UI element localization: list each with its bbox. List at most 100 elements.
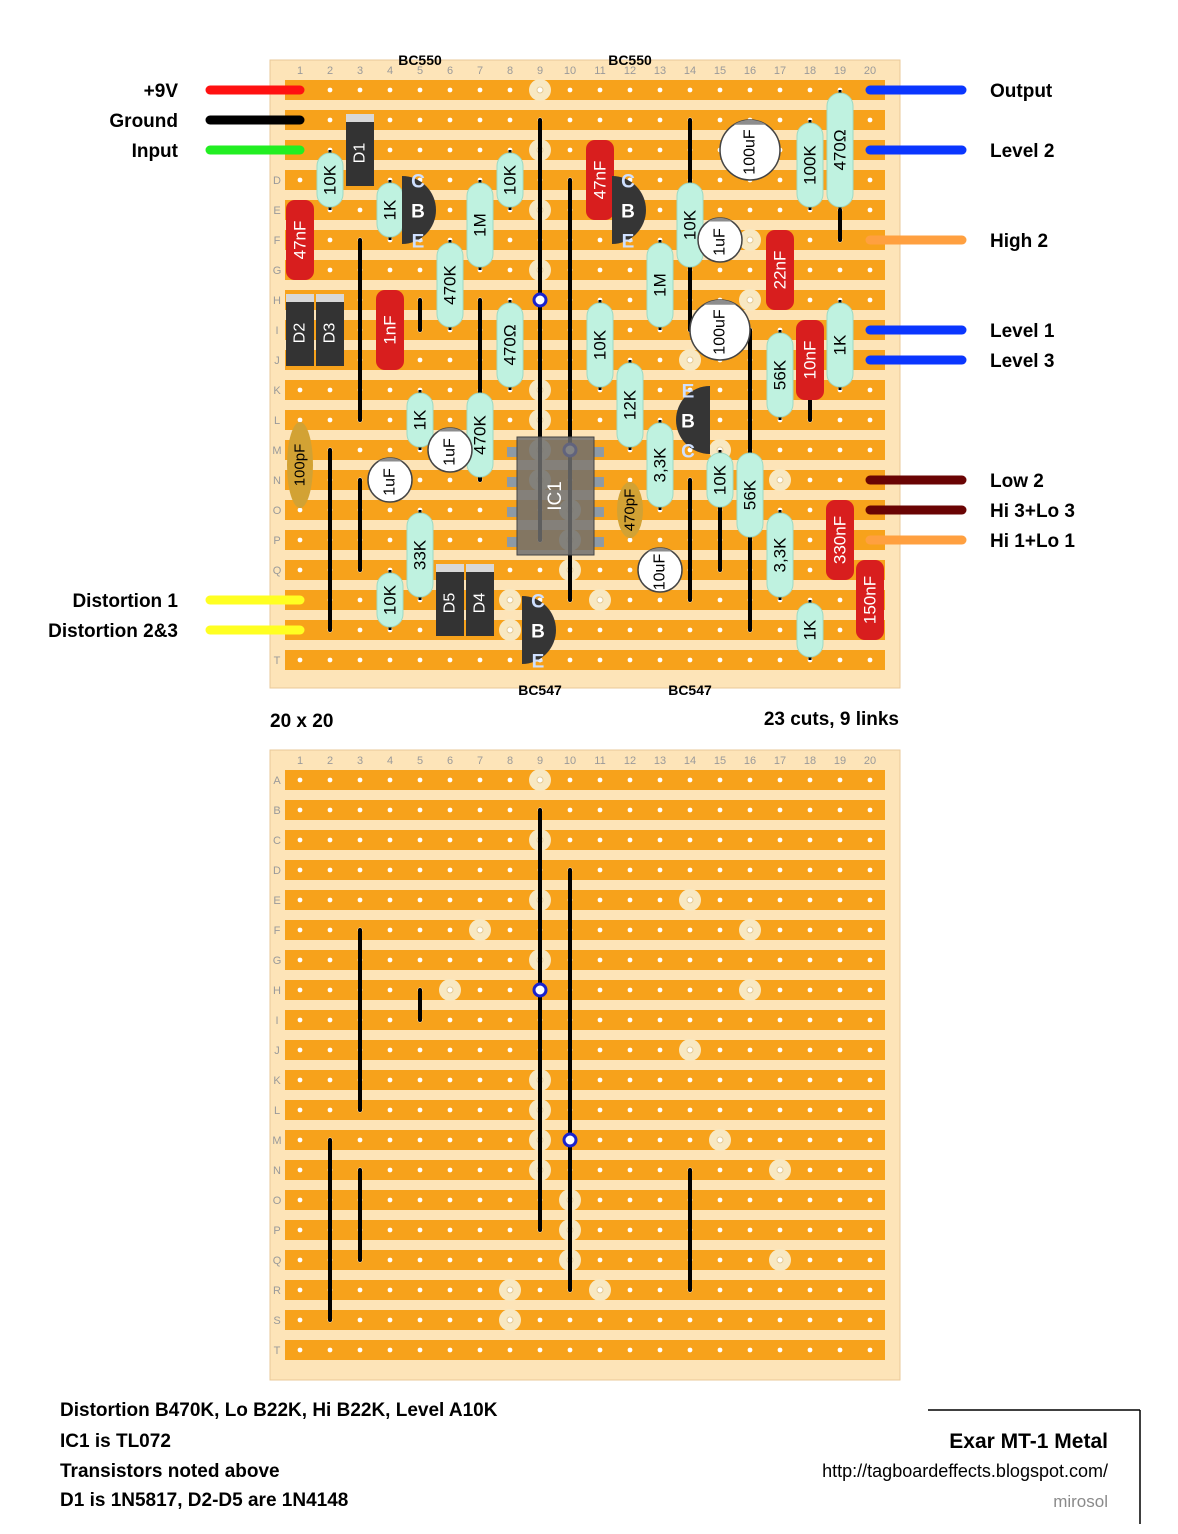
bot-hole	[357, 837, 363, 843]
top-strip	[285, 230, 885, 250]
top-row-letter: T	[274, 655, 281, 667]
cuts-links-label: 23 cuts, 9 links	[764, 709, 899, 730]
resistor-value: 1M	[471, 213, 490, 237]
bot-hole	[507, 957, 513, 963]
top-hole	[297, 537, 303, 543]
bot-hole	[807, 1257, 813, 1263]
ceramic-capacitor	[287, 422, 313, 508]
bot-hole	[417, 1137, 423, 1143]
top-strip	[285, 560, 885, 580]
bot-hole	[327, 1047, 333, 1053]
bot-hole	[597, 837, 603, 843]
top-hole	[807, 297, 813, 303]
bot-hole	[417, 897, 423, 903]
bot-strip	[285, 1310, 885, 1330]
solder-point	[562, 1132, 578, 1148]
bot-row-letter: P	[273, 1225, 280, 1237]
track-cut-hole	[686, 356, 694, 364]
bot-hole	[357, 867, 363, 873]
resistor	[646, 242, 674, 328]
bot-hole	[327, 927, 333, 933]
bot-hole	[837, 1017, 843, 1023]
electrolytic-value: 100uF	[742, 129, 759, 175]
top-hole	[627, 597, 633, 603]
bot-strip	[285, 1190, 885, 1210]
top-row-letter: H	[273, 295, 281, 307]
bot-hole	[867, 897, 873, 903]
bot-hole	[807, 1227, 813, 1233]
bot-hole	[327, 867, 333, 873]
bot-hole	[507, 1227, 513, 1233]
bot-hole	[867, 837, 873, 843]
top-column-number: 17	[774, 65, 786, 77]
bot-hole	[747, 1347, 753, 1353]
bot-hole	[657, 957, 663, 963]
bot-row-letter: O	[273, 1195, 282, 1207]
bot-hole	[867, 1017, 873, 1023]
ic-pin	[507, 507, 517, 517]
resistor	[766, 512, 794, 598]
film-capacitor-value: 47nF	[591, 161, 610, 200]
footer-url[interactable]: http://tagboardeffects.blogspot.com/	[822, 1461, 1108, 1481]
top-hole	[807, 267, 813, 273]
top-hole	[627, 117, 633, 123]
top-hole	[357, 627, 363, 633]
top-hole	[327, 657, 333, 663]
bot-hole	[837, 897, 843, 903]
bot-hole	[867, 1137, 873, 1143]
bot-hole	[777, 1137, 783, 1143]
bot-hole	[777, 1227, 783, 1233]
top-row-letter: J	[274, 355, 280, 367]
bot-hole	[837, 927, 843, 933]
bot-hole	[327, 837, 333, 843]
top-hole	[507, 417, 513, 423]
bot-hole	[777, 1347, 783, 1353]
diode-label: D4	[472, 593, 489, 614]
bot-hole	[597, 957, 603, 963]
top-column-number: 16	[744, 65, 756, 77]
top-hole	[297, 567, 303, 573]
top-hole	[867, 297, 873, 303]
bot-hole	[297, 867, 303, 873]
bot-hole	[777, 807, 783, 813]
bot-hole	[297, 957, 303, 963]
bot-hole	[777, 837, 783, 843]
wire-right-label: Hi 3+Lo 3	[990, 501, 1075, 522]
bot-hole	[507, 867, 513, 873]
bot-hole	[657, 1227, 663, 1233]
bot-hole	[627, 1077, 633, 1083]
bot-strip	[285, 1130, 885, 1150]
top-hole	[447, 417, 453, 423]
bot-hole	[447, 837, 453, 843]
board-size-label: 20 x 20	[270, 711, 333, 732]
top-strip	[285, 80, 885, 100]
top-row-letter: G	[273, 265, 282, 277]
top-hole	[867, 417, 873, 423]
transistor-pin-b: B	[531, 622, 545, 643]
top-hole	[837, 657, 843, 663]
bot-hole	[687, 1017, 693, 1023]
top-hole	[357, 657, 363, 663]
bot-strip	[285, 890, 885, 910]
bot-hole	[717, 897, 723, 903]
bot-hole	[297, 1107, 303, 1113]
bot-hole	[657, 777, 663, 783]
bot-hole	[417, 1107, 423, 1113]
bot-hole	[387, 1227, 393, 1233]
track-cut-hole	[776, 476, 784, 484]
top-hole	[807, 237, 813, 243]
bot-column-number: 6	[447, 755, 453, 767]
top-hole	[657, 387, 663, 393]
track-cut-hole	[596, 1286, 604, 1294]
bot-hole	[477, 1257, 483, 1263]
bot-hole	[297, 807, 303, 813]
top-column-number: 9	[537, 65, 543, 77]
bot-hole	[297, 1047, 303, 1053]
top-hole	[717, 627, 723, 633]
resistor-value: 10K	[321, 164, 340, 195]
bot-hole	[477, 1017, 483, 1023]
resistor-value: 12K	[621, 389, 640, 420]
bot-hole	[477, 1317, 483, 1323]
top-hole	[867, 657, 873, 663]
